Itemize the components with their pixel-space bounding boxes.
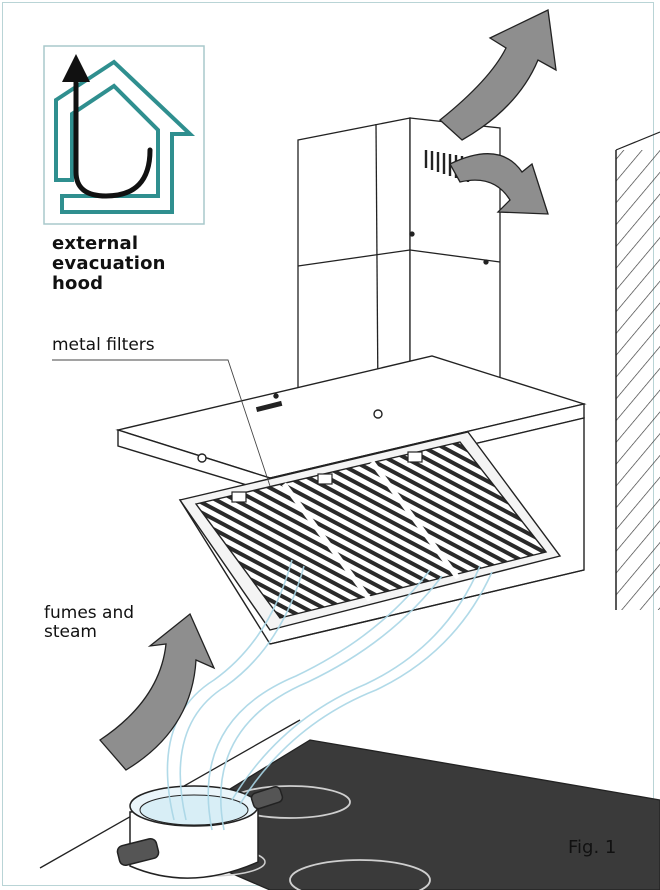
external-evacuation-hood-label: external evacuation hood <box>52 234 212 294</box>
exhaust-arrow-large <box>440 10 556 140</box>
metal-filters-label: metal filters <box>52 336 155 355</box>
label-line: external <box>52 234 212 254</box>
hood-canopy <box>118 356 584 644</box>
label-line: evacuation <box>52 254 212 274</box>
label-line: hood <box>52 274 212 294</box>
evacuation-icon-box <box>44 46 204 224</box>
label-line: fumes and <box>44 604 184 623</box>
fumes-and-steam-label: fumes and steam <box>44 604 184 642</box>
wall <box>616 132 660 610</box>
label-line: steam <box>44 623 184 642</box>
figure-caption: Fig. 1 <box>568 838 616 858</box>
